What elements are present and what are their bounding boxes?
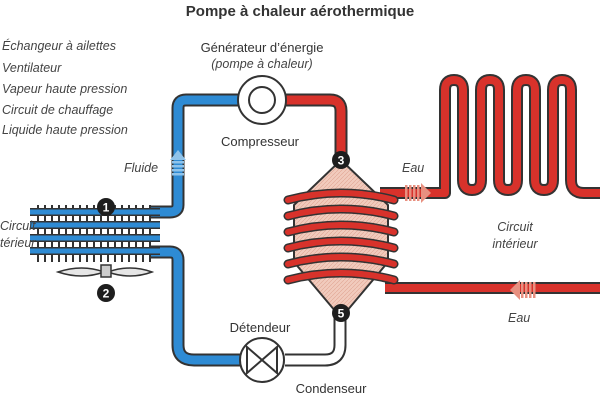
badge-3: 3 [332,151,350,169]
svg-text:2: 2 [103,287,110,301]
fluid-label: Fluide [124,161,158,175]
legend-item: Échangeur à ailettes [2,38,116,53]
svg-text:5: 5 [338,307,345,321]
legend-item: Ventilateur [2,61,62,75]
svg-text:1: 1 [103,201,110,215]
expansion-valve-icon [239,337,285,383]
liquid-pipe [285,318,347,367]
water-out-arrow-icon [405,183,431,203]
water-in-arrow-icon [510,280,536,300]
condenser-icon [283,158,399,320]
outdoor-circuit-label: Circuit [0,219,36,233]
generator-sublabel: (pompe à chaleur) [211,57,312,71]
water-in-label: Eau [508,311,530,325]
diagram-title: Pompe à chaleur aérothermique [186,3,414,20]
expansion-valve-label: Détendeur [230,320,291,335]
badge-1: 1 [97,198,115,216]
indoor-circuit-label: Circuit [497,220,533,234]
legend-item: Vapeur haute pression [2,82,127,96]
fan-icon [55,264,155,278]
legend-item: Liquide haute pression [2,123,128,137]
fluid-arrow-icon [170,150,186,176]
generator-label: Générateur d’énergie [201,40,324,55]
water-out-label: Eau [402,161,424,175]
finned-exchanger-icon [30,205,160,262]
compressor-icon [237,75,287,125]
legend: Échangeur à ailettes Ventilateur Vapeur … [2,38,128,137]
indoor-circuit-sublabel: intérieur [492,237,538,251]
svg-text:3: 3 [338,154,345,168]
badge-5: 5 [332,304,350,322]
badge-2: 2 [97,284,115,302]
hot-refrigerant-pipe [285,93,348,160]
compressor-label: Compresseur [221,134,300,149]
heating-circuit-pipe [380,74,600,294]
outdoor-circuit-sublabel: térieur [0,236,36,250]
legend-item: Circuit de chauffage [2,103,113,117]
condenser-label: Condenseur [296,381,367,396]
